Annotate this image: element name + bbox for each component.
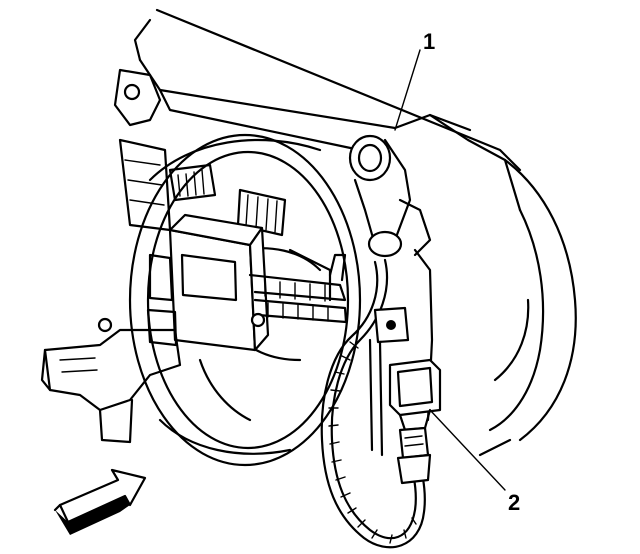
leader-line-2 bbox=[429, 409, 506, 491]
fan-shroud bbox=[128, 133, 362, 467]
lower-mount-bracket bbox=[40, 317, 182, 444]
corrugated-conduit bbox=[320, 258, 426, 549]
upper-hose-fitting bbox=[348, 134, 432, 258]
inner-fender bbox=[478, 158, 577, 457]
front-direction-arrow bbox=[53, 468, 147, 535]
callout-1: 1 bbox=[423, 29, 436, 54]
callout-2: 2 bbox=[508, 490, 521, 515]
left-bracket bbox=[113, 68, 172, 232]
sensor-bracket bbox=[368, 248, 434, 457]
leader-line-1 bbox=[394, 49, 421, 131]
ambient-air-temp-sensor bbox=[388, 358, 442, 485]
wiring-harness bbox=[248, 253, 348, 328]
radiator-support-panel bbox=[133, 8, 522, 212]
leader-lines bbox=[394, 49, 506, 491]
fan-control-module bbox=[146, 213, 270, 352]
